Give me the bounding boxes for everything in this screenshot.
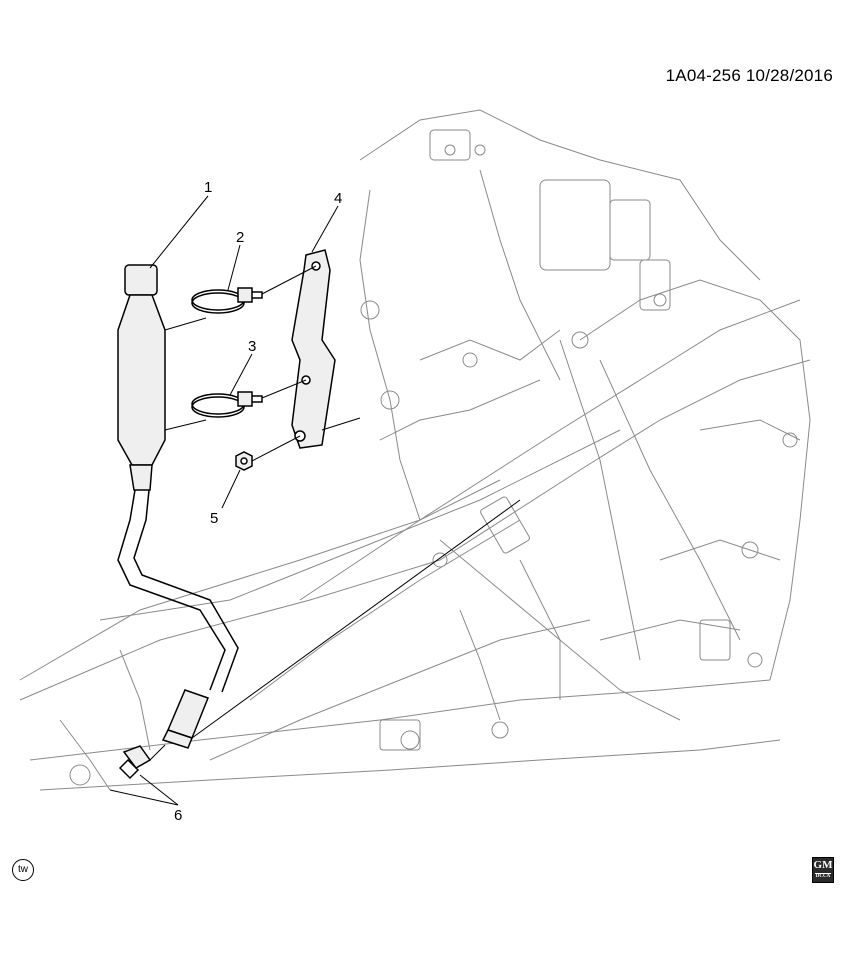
- part-3-hose-clamp: [191, 391, 263, 418]
- part-4-bracket: [291, 249, 336, 449]
- callout-leaders: [109, 195, 339, 806]
- tw-badge: tw: [12, 859, 34, 881]
- callout-4: 4: [334, 190, 342, 207]
- callout-6: 6: [174, 807, 182, 824]
- diagram-id-and-date: 1A04-256 10/28/2016: [665, 66, 833, 85]
- gm-logo-text: GM: [813, 859, 833, 871]
- alignment-leaders: [149, 265, 521, 761]
- callout-labels: 1 2 3 4 5 6: [174, 179, 342, 824]
- callout-2: 2: [236, 229, 244, 246]
- part-1-hose-end: [161, 689, 209, 749]
- callout-1: 1: [204, 179, 212, 196]
- gm-logo-subtext: DCCA: [815, 873, 831, 879]
- part-5-nut: [235, 451, 253, 471]
- part-6-clips: [118, 745, 152, 780]
- part-2-hose-clamp: [191, 287, 263, 314]
- gm-logo: GM DCCA: [812, 857, 834, 883]
- part-1-tube: [117, 489, 239, 693]
- callout-3: 3: [248, 338, 256, 355]
- part-1-canister: [117, 264, 166, 491]
- transmission-housing: [19, 109, 811, 791]
- callout-5: 5: [210, 510, 218, 527]
